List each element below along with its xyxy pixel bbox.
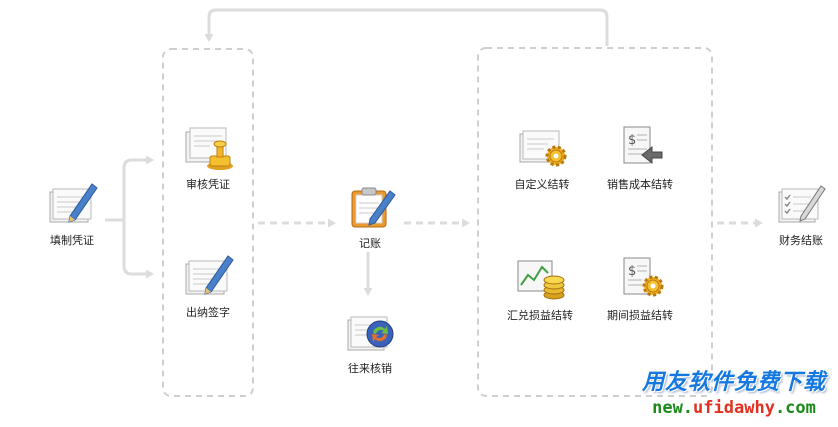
- node-period-pl-transfer[interactable]: $ 期间损益结转: [604, 255, 676, 325]
- return-loop-connector: [204, 8, 609, 46]
- node-post-ledger-label: 记账: [359, 237, 381, 250]
- node-audit-voucher-label: 审核凭证: [186, 178, 230, 191]
- clipboard-pencil-icon: [351, 187, 396, 228]
- node-fx-gain-loss-transfer-label: 汇兑损益结转: [507, 309, 573, 322]
- document-stamp-icon: [185, 127, 233, 170]
- document-sync-icon: [347, 316, 394, 351]
- node-post-ledger[interactable]: 记账: [338, 183, 402, 253]
- node-audit-voucher[interactable]: 审核凭证: [176, 124, 240, 194]
- checklist-pencil-icon: [778, 185, 826, 223]
- branch-to-cashier-connector: [122, 220, 154, 279]
- document-gear-icon: [519, 130, 567, 167]
- svg-text:$: $: [628, 264, 636, 279]
- node-sales-cost-transfer[interactable]: $ 销售成本结转: [604, 124, 676, 194]
- node-financial-close[interactable]: 财务结账: [768, 180, 834, 250]
- invoice-arrow-icon: $: [623, 126, 663, 165]
- node-fill-voucher[interactable]: 填制凭证: [40, 180, 104, 250]
- document-pencil-icon: [185, 255, 234, 295]
- node-period-pl-transfer-label: 期间损益结转: [607, 309, 673, 322]
- node-custom-transfer-label: 自定义结转: [514, 178, 570, 191]
- branch-to-audit-connector: [122, 155, 154, 220]
- review-group-box: [162, 48, 254, 397]
- node-fill-voucher-label: 填制凭证: [50, 234, 94, 247]
- node-sales-cost-transfer-label: 销售成本结转: [607, 178, 673, 191]
- chart-coins-icon: [517, 260, 565, 300]
- document-pencil-icon: [49, 183, 98, 223]
- node-custom-transfer[interactable]: 自定义结转: [506, 124, 578, 194]
- watermark-url-prefix: new.: [652, 398, 694, 418]
- svg-text:$: $: [628, 133, 636, 148]
- node-fx-gain-loss-transfer[interactable]: 汇兑损益结转: [504, 255, 576, 325]
- node-ar-ap-reconcile[interactable]: 往来核销: [336, 308, 404, 378]
- watermark-logo: 用友软件免费下载 new.ufidawhy.com: [642, 364, 826, 418]
- transfer-group-box: [477, 47, 713, 397]
- invoice-gear-icon: $: [623, 257, 664, 297]
- node-cashier-sign-label: 出纳签字: [186, 306, 230, 319]
- watermark-url: new.ufidawhy.com: [642, 398, 826, 418]
- watermark-url-suffix: .com: [774, 398, 816, 418]
- node-cashier-sign[interactable]: 出纳签字: [176, 252, 240, 322]
- watermark-title: 用友软件免费下载: [641, 370, 826, 395]
- node-ar-ap-reconcile-label: 往来核销: [348, 362, 392, 375]
- watermark-url-domain: ufidawhy: [693, 398, 775, 418]
- node-financial-close-label: 财务结账: [779, 234, 823, 247]
